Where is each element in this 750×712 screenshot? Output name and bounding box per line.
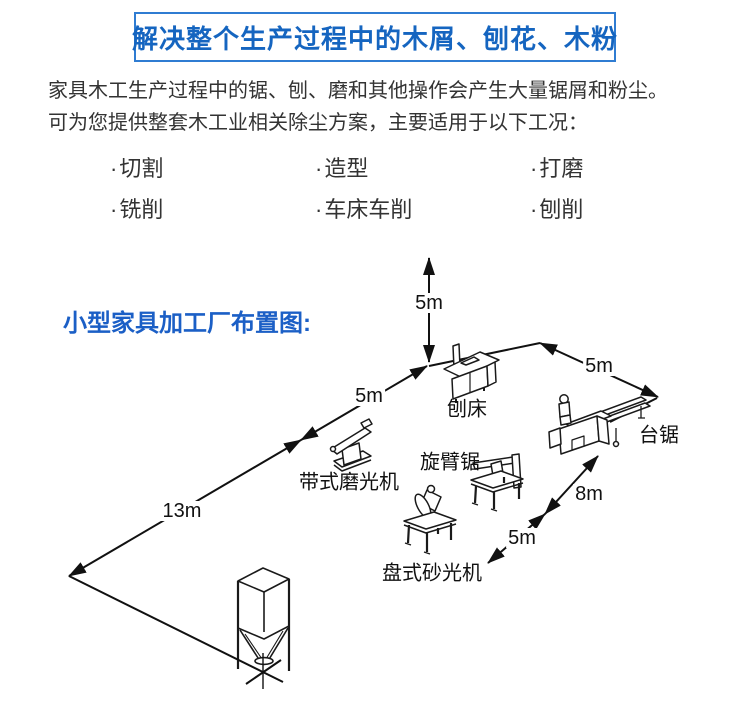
bullet-dot: · <box>110 156 118 181</box>
intro-paragraph: 家具木工生产过程中的锯、刨、磨和其他操作会产生大量锯屑和粉尘。 可为您提供整套木… <box>48 75 708 139</box>
radial-arm-saw-illustration <box>470 453 524 512</box>
dimension-label-13m: 13m <box>160 500 204 522</box>
dust-collector-silo-illustration <box>236 567 291 671</box>
condition-label: 铣削 <box>119 197 164 222</box>
machine-label-belt-sander: 带式磨光机 <box>299 471 399 494</box>
condition-item-milling: ·铣削 <box>110 192 315 224</box>
condition-label: 切割 <box>119 156 164 181</box>
operator-figure <box>558 394 572 426</box>
bottom-edge-lines <box>68 575 284 689</box>
condition-item-planing: ·刨削 <box>530 192 750 224</box>
condition-item-cutting: ·切割 <box>110 151 315 183</box>
disc-sander-illustration <box>403 484 457 555</box>
intro-line-2: 可为您提供整套木工业相关除尘方案，主要适用于以下工况： <box>48 112 588 134</box>
condition-label: 造型 <box>324 156 369 181</box>
bottom-room-edge-line <box>68 575 284 683</box>
diagram-title: 小型家具加工厂布置图: <box>63 310 311 337</box>
machine-label-planer: 刨床 <box>447 398 487 421</box>
dimension-label-left-5m: 5m <box>353 385 385 407</box>
bullet-dot: · <box>315 197 323 222</box>
bullet-dot: · <box>315 156 323 181</box>
silo-position-cross-line <box>245 659 282 685</box>
dimension-label-bottom-5m: 5m <box>506 527 538 549</box>
condition-item-sanding: ·打磨 <box>530 151 750 183</box>
planer-illustration <box>443 343 500 403</box>
header-banner: 解决整个生产过程中的木屑、刨花、木粉 <box>132 12 619 62</box>
bullet-dot: · <box>110 197 118 222</box>
bullet-dot: · <box>530 156 538 181</box>
machine-label-disc-sander: 盘式砂光机 <box>382 562 482 585</box>
table-saw-illustration <box>548 394 651 455</box>
condition-item-shaping: ·造型 <box>315 151 530 183</box>
header-title: 解决整个生产过程中的木屑、刨花、木粉 <box>132 23 619 54</box>
condition-label: 刨削 <box>539 197 584 222</box>
machine-label-radial-arm-saw: 旋臂锯 <box>420 451 480 474</box>
dimension-label-height: 5m <box>413 292 445 314</box>
machine-label-table-saw: 台锯 <box>639 424 679 447</box>
dimension-label-8m: 8m <box>573 483 605 505</box>
conditions-list: ·切割 ·造型 ·打磨 ·铣削 ·车床车削 ·刨削 <box>0 151 750 224</box>
condition-label: 打磨 <box>539 156 584 181</box>
bullet-dot: · <box>530 197 538 222</box>
intro-line-1: 家具木工生产过程中的锯、刨、磨和其他操作会产生大量锯屑和粉尘。 <box>48 80 668 102</box>
condition-item-lathe-turning: ·车床车削 <box>315 192 530 224</box>
dimension-label-right-5m: 5m <box>583 355 615 377</box>
right-side-8m-dimension-arrow <box>544 455 599 515</box>
belt-sander-illustration <box>329 418 373 472</box>
condition-label: 车床车削 <box>324 197 413 222</box>
